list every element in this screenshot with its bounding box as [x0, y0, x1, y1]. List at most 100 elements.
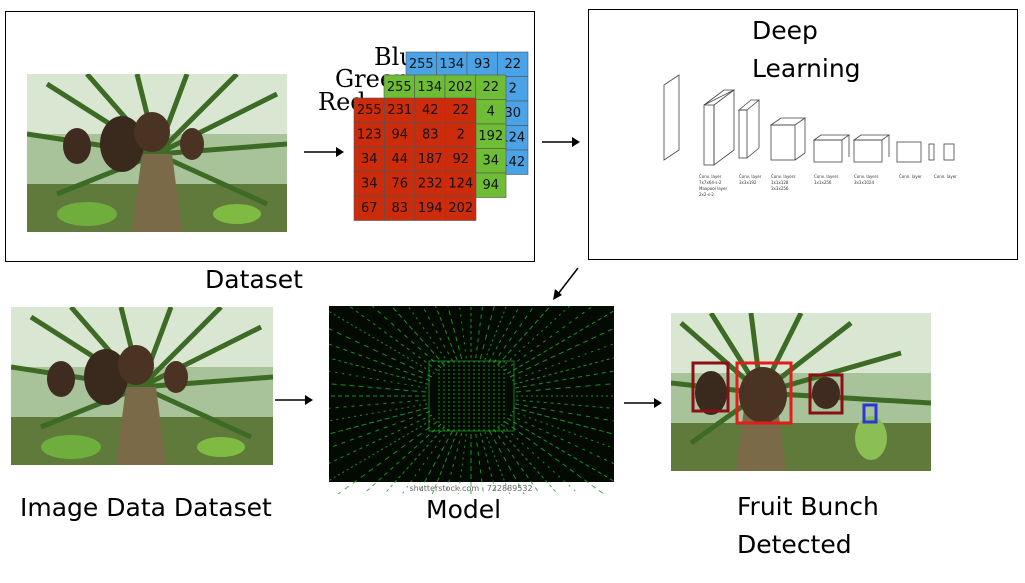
green-cell-value: 94 [482, 178, 499, 193]
red-cell-value: 94 [391, 127, 408, 142]
red-cell-value: 124 [448, 176, 473, 191]
red-cell [384, 122, 416, 148]
red-cell [414, 97, 446, 123]
red-cell-value: 67 [361, 201, 378, 216]
green-cell [475, 148, 507, 174]
model-caption: Model [426, 495, 502, 524]
cnn-architecture-diagram: Conv. layer 7x7x64-s-2 Maxpool layer 2x2… [663, 74, 957, 197]
green-cell-value: 134 [417, 80, 442, 95]
red-cell [445, 171, 477, 197]
blue-cell-value: 93 [474, 57, 491, 72]
blue-cell-value: 134 [439, 57, 464, 72]
deep-learning-panel: Deep Learning Conv. layer [588, 9, 1018, 260]
svg-text:1x1x128: 1x1x128 [771, 180, 789, 185]
red-cell [353, 146, 385, 172]
detection-box-2 [735, 361, 793, 425]
green-cell-value: 255 [387, 80, 412, 95]
detection-box-4 [862, 403, 878, 424]
red-cell-value: 231 [387, 103, 412, 118]
arrow-model-to-detection [624, 398, 662, 408]
red-cell [353, 122, 385, 148]
svg-text:Conv. layer: Conv. layer [699, 174, 722, 179]
deep-learning-title: Deep Learning [752, 16, 861, 83]
red-cell [384, 97, 416, 123]
red-cell [445, 97, 477, 123]
red-cell [353, 97, 385, 123]
green-cell-value: 192 [478, 129, 503, 144]
svg-text:1x1x256: 1x1x256 [814, 180, 832, 185]
model-matrix-image: shutterstock.com · 722889532 [329, 306, 614, 494]
red-cell-value: 187 [418, 152, 443, 167]
green-cell [475, 172, 507, 198]
red-cell-value: 194 [418, 201, 443, 216]
red-cell [414, 171, 446, 197]
detection-result-photo [671, 313, 931, 471]
green-cell-value: 202 [448, 80, 473, 95]
detection-box-1 [691, 361, 730, 413]
blue-cell [436, 51, 468, 77]
green-cell [444, 74, 476, 100]
red-cell [414, 122, 446, 148]
red-cell [445, 195, 477, 221]
green-cell [383, 74, 415, 100]
green-cell-value: 34 [482, 153, 499, 168]
blue-cell-value: 255 [409, 57, 434, 72]
red-cell-value: 255 [357, 103, 382, 118]
red-cell-value: 83 [391, 201, 408, 216]
red-cell [445, 122, 477, 148]
palm-tree-photo-dataset [27, 74, 287, 232]
red-cell-value: 34 [361, 152, 378, 167]
red-cell-value: 83 [422, 127, 439, 142]
blue-cell-value: 124 [500, 130, 525, 145]
red-cell-value: 44 [391, 152, 408, 167]
svg-text:3x3x1024: 3x3x1024 [854, 180, 874, 185]
blue-cell [405, 51, 437, 77]
arrow-input-to-model [275, 395, 313, 405]
svg-text:3x3x256: 3x3x256 [771, 186, 789, 191]
green-cell [414, 74, 446, 100]
red-cell [353, 195, 385, 221]
arrow-deep-learning-to-model [553, 267, 579, 300]
svg-text:Conn. layer: Conn. layer [934, 174, 957, 179]
blue-cell [497, 51, 529, 77]
red-cell-value: 76 [391, 176, 408, 191]
fruit-bunch-caption: Fruit Bunch Detected [737, 492, 879, 559]
image-data-caption: Image Data Dataset [20, 493, 272, 522]
svg-text:Conv. layers: Conv. layers [814, 174, 839, 179]
red-cell [414, 195, 446, 221]
red-cell-value: 202 [448, 201, 473, 216]
svg-text:7x7x64-s-2: 7x7x64-s-2 [699, 180, 722, 185]
blue-cell-value: 30 [504, 106, 521, 121]
red-cell-value: 232 [418, 176, 443, 191]
green-cell [475, 123, 507, 149]
dataset-caption: Dataset [205, 265, 303, 294]
svg-text:Maxpool layer: Maxpool layer [699, 186, 727, 191]
red-cell-value: 123 [357, 127, 382, 142]
red-cell [384, 171, 416, 197]
detection-box-3 [808, 373, 844, 415]
red-cell [445, 146, 477, 172]
red-cell [353, 171, 385, 197]
red-cell-value: 92 [452, 152, 469, 167]
blue-cell-value: 22 [504, 57, 521, 72]
svg-text:Conn. layer: Conn. layer [899, 174, 922, 179]
blue-cell-value: 142 [500, 155, 525, 170]
svg-text:2x2-s-2: 2x2-s-2 [699, 192, 714, 197]
svg-text:Conv. layers: Conv. layers [771, 174, 796, 179]
green-cell-value: 22 [482, 80, 499, 95]
svg-text:Conv. layer: Conv. layer [739, 174, 762, 179]
green-cell-value: 4 [487, 104, 495, 119]
red-cell [384, 146, 416, 172]
svg-text:Conv. layers: Conv. layers [854, 174, 879, 179]
watermark-text: shutterstock.com · 722889532 [409, 484, 532, 493]
arrow-dataset-to-deep-learning [542, 137, 580, 147]
arrow-photo-to-matrix [304, 147, 344, 157]
svg-text:3x3x192: 3x3x192 [739, 180, 757, 185]
palm-tree-photo-input [11, 307, 273, 465]
blue-cell-value: 2 [509, 81, 517, 96]
red-cell-value: 22 [452, 103, 469, 118]
